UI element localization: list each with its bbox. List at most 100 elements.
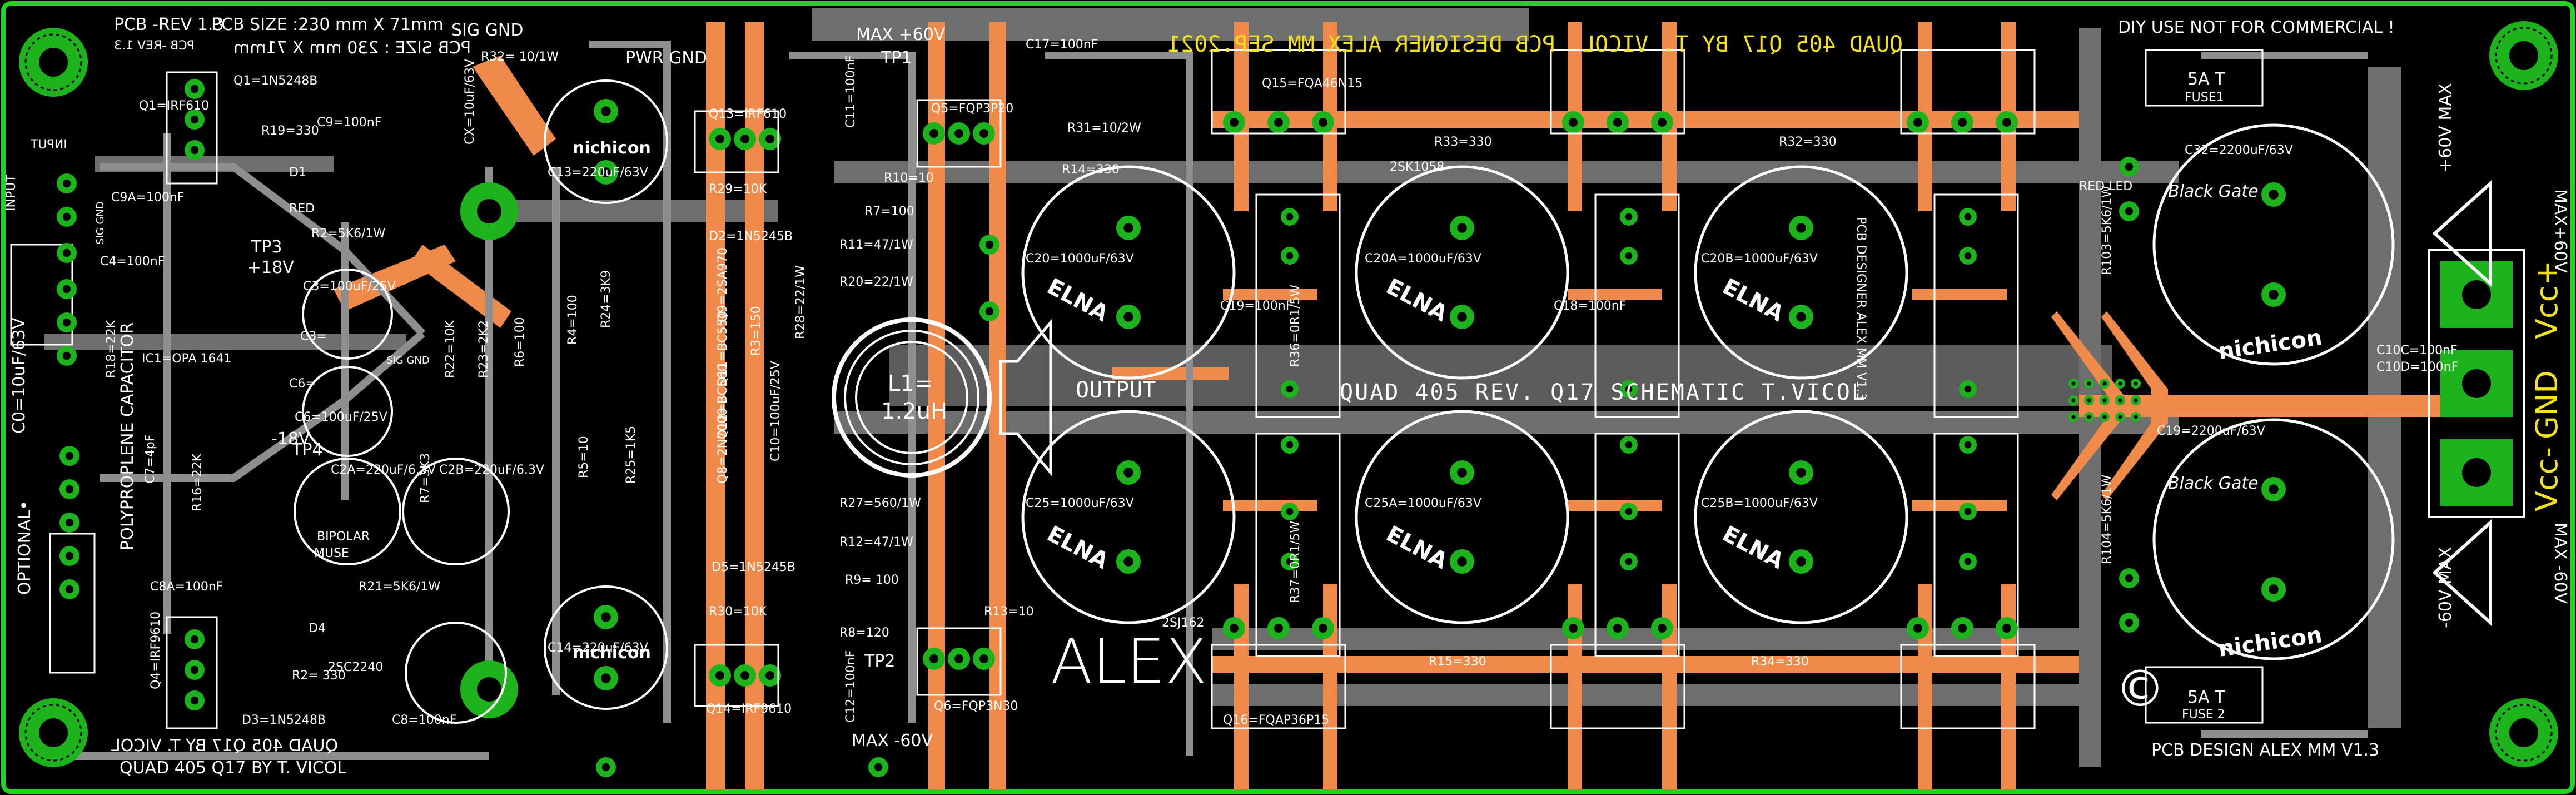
pad-hole — [2071, 415, 2076, 419]
component-ref: C18=100nF — [1554, 299, 1627, 313]
nichicon-logo-1: nichicon — [573, 138, 651, 158]
c0-label: C0=10uF/63V — [9, 317, 29, 434]
pad-hole — [65, 485, 74, 494]
pad-hole — [601, 106, 611, 116]
pad-hole — [929, 129, 938, 138]
pad-hole — [65, 585, 74, 594]
pad-hole — [2087, 398, 2091, 403]
component-ref: R6=100 — [513, 317, 527, 367]
pad-hole — [65, 551, 74, 560]
component-ref: Q15=FQA46N15 — [1262, 77, 1363, 91]
pad-hole — [1964, 508, 1972, 515]
component-ref: D4 — [309, 622, 326, 635]
pad-hole — [1457, 312, 1467, 322]
pad-hole — [1958, 118, 1967, 127]
component-ref: R7=100 — [864, 205, 914, 218]
component-ref: R37=0R1/5W — [1289, 520, 1302, 603]
output-inductor — [832, 317, 1052, 478]
component-ref: R5=10 — [577, 436, 591, 478]
nichicon-logo-2: nichicon — [573, 643, 651, 663]
tp1: TP1 — [881, 48, 912, 68]
pad-hole — [740, 671, 749, 680]
sig-gnd-side: SIG GND — [95, 201, 106, 245]
pad-hole — [1319, 624, 1327, 633]
component-ref: C32=2200uF/63V — [2185, 143, 2293, 157]
pad-hole — [1457, 468, 1467, 478]
component-ref: Q14=IRF9610 — [706, 702, 792, 716]
component-ref: R24=3K9 — [599, 270, 613, 328]
pad-hole — [190, 635, 199, 644]
input-label: INPUT — [4, 175, 18, 211]
pad-hole — [1913, 118, 1922, 127]
component-ref: C10=100uF/25V — [769, 361, 783, 461]
component-ref: D1 — [289, 166, 306, 180]
component-ref: R12=47/1W — [839, 535, 913, 549]
component-ref: Q1=IRF610 — [139, 99, 210, 113]
transistor-outlines — [166, 49, 2264, 729]
component-ref: IC1=OPA 1641 — [142, 352, 232, 366]
pad-hole — [1964, 213, 1972, 221]
schematic-strip: QUAD 405 REV. Q17 SCHEMATIC T.VICOL — [1340, 380, 1867, 405]
max-top: MAX +60V — [856, 25, 946, 44]
pad-hole — [1625, 385, 1633, 393]
pad-hole — [65, 451, 74, 460]
component-ref: R19=330 — [261, 124, 319, 138]
pad-hole — [740, 135, 749, 143]
component-ref: C25A=1000uF/63V — [1365, 496, 1481, 510]
component-ref: C19=2200uF/63V — [2157, 424, 2265, 438]
pad-hole — [62, 212, 71, 221]
component-ref: C2A=220uF/6.3V — [331, 463, 436, 477]
component-ref: C13=220uF/63V — [548, 166, 648, 180]
pad-hole — [1457, 556, 1467, 567]
component-ref: C8=100nF — [392, 713, 457, 727]
component-ref: C6= — [289, 377, 316, 391]
pad-hole — [2125, 207, 2134, 216]
pad-hole — [2102, 415, 2107, 419]
pad-hole — [1569, 624, 1578, 633]
blackgate-logo-1: Black Gate — [2168, 182, 2259, 201]
component-ref: R8=120 — [839, 626, 889, 640]
component-ref: R18=22K — [105, 320, 118, 378]
component-ref: C25B=1000uF/63V — [1701, 496, 1818, 510]
component-ref: C20A=1000uF/63V — [1365, 252, 1481, 266]
component-ref: R29=10K — [709, 182, 767, 196]
blackgate-logo-2: Black Gate — [2168, 474, 2259, 493]
l1-value: 1.2uH — [881, 399, 948, 424]
pad-hole — [190, 696, 199, 705]
pad-hole — [1658, 624, 1667, 633]
sig-gnd-mid: SIG GND — [386, 355, 430, 366]
design-credit: PCB DESIGN ALEX MM V1.3 — [2151, 741, 2380, 760]
pad-hole — [1613, 624, 1622, 633]
pad-hole — [1286, 252, 1294, 260]
vcc-bot-max-mirror: -60V MAX — [2436, 546, 2455, 628]
pad-hole — [1123, 312, 1133, 322]
pad-hole — [62, 318, 71, 327]
component-ref: R2=5K6/1W — [311, 227, 386, 241]
pad-hole — [2125, 618, 2134, 627]
max-bottom: MAX -60V — [852, 731, 933, 751]
component-ref: R20=22/1W — [839, 275, 913, 289]
pad-hole — [954, 654, 963, 663]
rev-label: PCB -REV 1.3 — [114, 15, 224, 34]
pad-hole — [765, 135, 774, 143]
component-ref: R14=330 — [1062, 163, 1120, 177]
pad-hole — [2134, 381, 2138, 386]
component-ref: CX=10uF/63V — [463, 59, 477, 145]
vcc-bot-max: MAX -60V — [2550, 523, 2570, 604]
pad-hole — [1286, 385, 1294, 393]
pad-hole — [1796, 468, 1806, 478]
component-ref: C7=4pF — [143, 434, 157, 484]
pad-hole — [1286, 558, 1294, 565]
pad-hole — [715, 135, 724, 143]
pad-hole — [1625, 558, 1633, 565]
copyright-icon: © — [2115, 660, 2165, 718]
component-ref: Q5=FQP3P20 — [931, 102, 1014, 116]
pad-hole — [765, 671, 774, 680]
sig-gnd-top: SIG GND — [451, 21, 524, 40]
pad-hole — [1796, 556, 1806, 567]
pad-hole — [2002, 624, 2011, 633]
component-ref: C3=100uF/25V — [303, 280, 396, 294]
title-bottom-mirror: QUAD 405 Q17 BY T. VICOL — [111, 736, 339, 756]
pad-hole — [1286, 441, 1294, 449]
